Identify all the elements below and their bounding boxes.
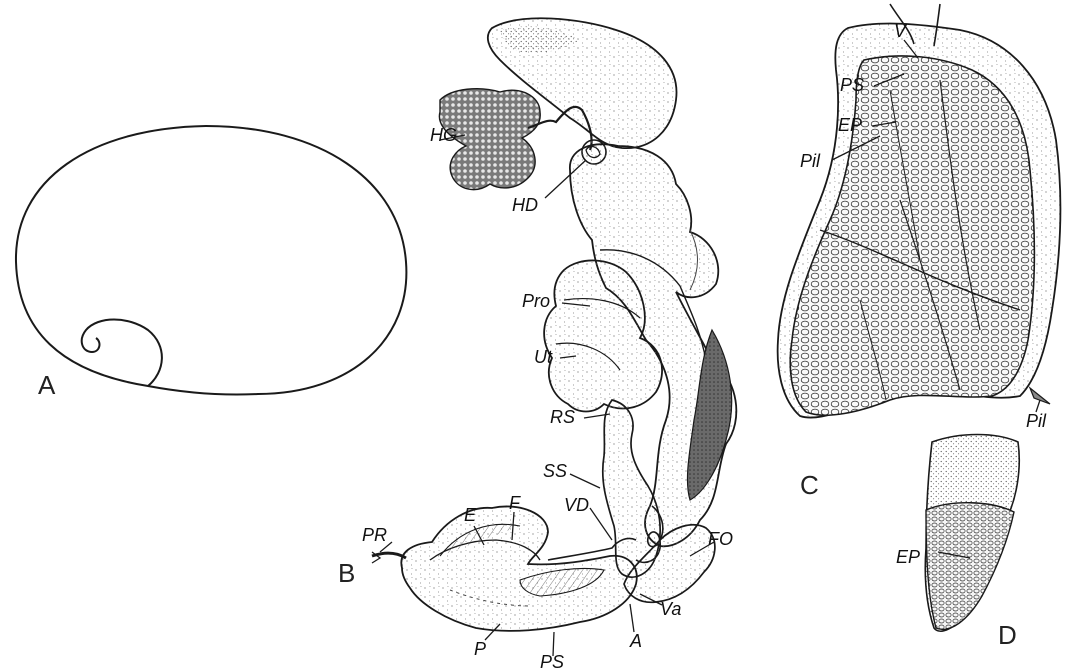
label-ps-c: PS: [840, 76, 864, 94]
label-rs: RS: [550, 408, 575, 426]
label-pil-bottom: Pil: [1026, 412, 1046, 430]
label-ps: PS: [540, 653, 564, 671]
label-pro: Pro: [522, 292, 550, 310]
label-v: V: [894, 22, 906, 40]
panel-a-shell: [16, 126, 406, 395]
label-vd: VD: [564, 496, 589, 514]
panel-d-epiphallus: [925, 435, 1019, 632]
label-a: A: [630, 632, 642, 650]
label-e: E: [464, 506, 476, 524]
panel-label-d: D: [998, 622, 1017, 648]
label-ep-c: EP: [838, 116, 862, 134]
label-hg: HG: [430, 126, 457, 144]
panel-b-organs: [372, 18, 736, 631]
panel-label-b: B: [338, 560, 355, 586]
label-hd: HD: [512, 196, 538, 214]
label-pil-top: Pil: [800, 152, 820, 170]
label-ut: Ut: [534, 348, 552, 366]
panel-c-penis: [778, 4, 1061, 418]
panel-label-c: C: [800, 472, 819, 498]
label-va: Va: [660, 600, 681, 618]
label-f: F: [509, 494, 520, 512]
label-p: P: [474, 640, 486, 658]
panel-label-a: A: [38, 372, 55, 398]
label-ss: SS: [543, 462, 567, 480]
label-pr: PR: [362, 526, 387, 544]
label-ep-d: EP: [896, 548, 920, 566]
label-fo: FO: [708, 530, 733, 548]
